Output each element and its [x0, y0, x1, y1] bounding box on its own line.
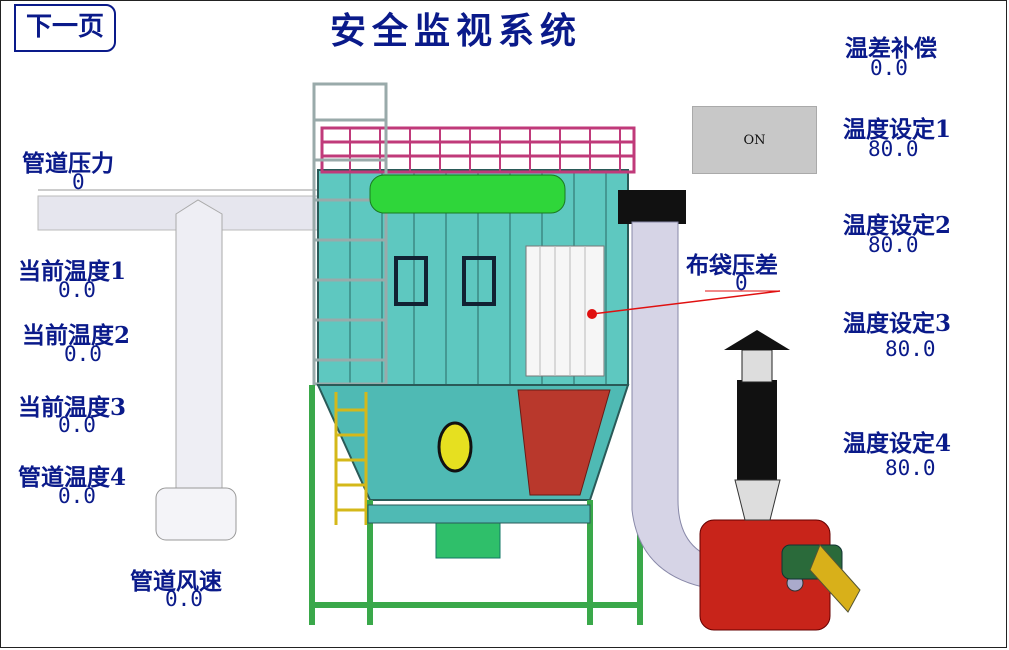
duct-temp-4-label: 管道温度4	[18, 464, 127, 491]
temp-setpoint-4-value[interactable]: 80.0	[885, 456, 936, 480]
on-toggle-button[interactable]: ON	[692, 106, 817, 174]
exhaust-stack	[737, 380, 777, 480]
temp-setpoint-2-value[interactable]: 80.0	[868, 233, 919, 257]
bag-pressure-pointer	[591, 290, 781, 315]
temp-diff-compensation-label: 温差补偿	[845, 35, 937, 62]
on-toggle-label: ON	[743, 132, 766, 148]
bag-pressure-value[interactable]: 0	[735, 271, 748, 295]
current-temp-2-label: 当前温度2	[22, 322, 131, 349]
duct-outlet	[155, 487, 237, 541]
current-temp-1-label: 当前温度1	[18, 258, 127, 285]
duct-speed-value[interactable]: 0.0	[165, 587, 203, 611]
current-temp-2-value[interactable]: 0.0	[64, 342, 102, 366]
temp-setpoint-1-value[interactable]: 80.0	[868, 137, 919, 161]
temp-setpoint-3-value[interactable]: 80.0	[885, 337, 936, 361]
outlet-hood	[618, 190, 686, 224]
bag-pressure-label: 布袋压差	[686, 252, 778, 279]
page-title: 安全监视系统	[330, 10, 583, 52]
temp-setpoint-2-label: 温度设定2	[843, 212, 952, 239]
vertical-duct	[175, 199, 223, 491]
temp-setpoint-4-label: 温度设定4	[843, 430, 952, 457]
pulse-header-pipe	[369, 174, 566, 214]
current-temp-3-value[interactable]: 0.0	[58, 413, 96, 437]
next-page-button[interactable]: 下一页	[14, 4, 116, 52]
duct-pressure-label: 管道压力	[22, 150, 114, 177]
duct-pressure-value[interactable]: 0	[72, 170, 85, 194]
temp-setpoint-1-label: 温度设定1	[843, 116, 952, 143]
duct-temp-4-value[interactable]: 0.0	[58, 484, 96, 508]
current-temp-3-label: 当前温度3	[18, 394, 127, 421]
hopper-cutaway	[517, 389, 611, 496]
duct-speed-label: 管道风速	[130, 568, 222, 595]
current-temp-1-value[interactable]: 0.0	[58, 278, 96, 302]
temp-diff-compensation-value[interactable]: 0.0	[870, 56, 908, 80]
temp-setpoint-3-label: 温度设定3	[843, 310, 952, 337]
